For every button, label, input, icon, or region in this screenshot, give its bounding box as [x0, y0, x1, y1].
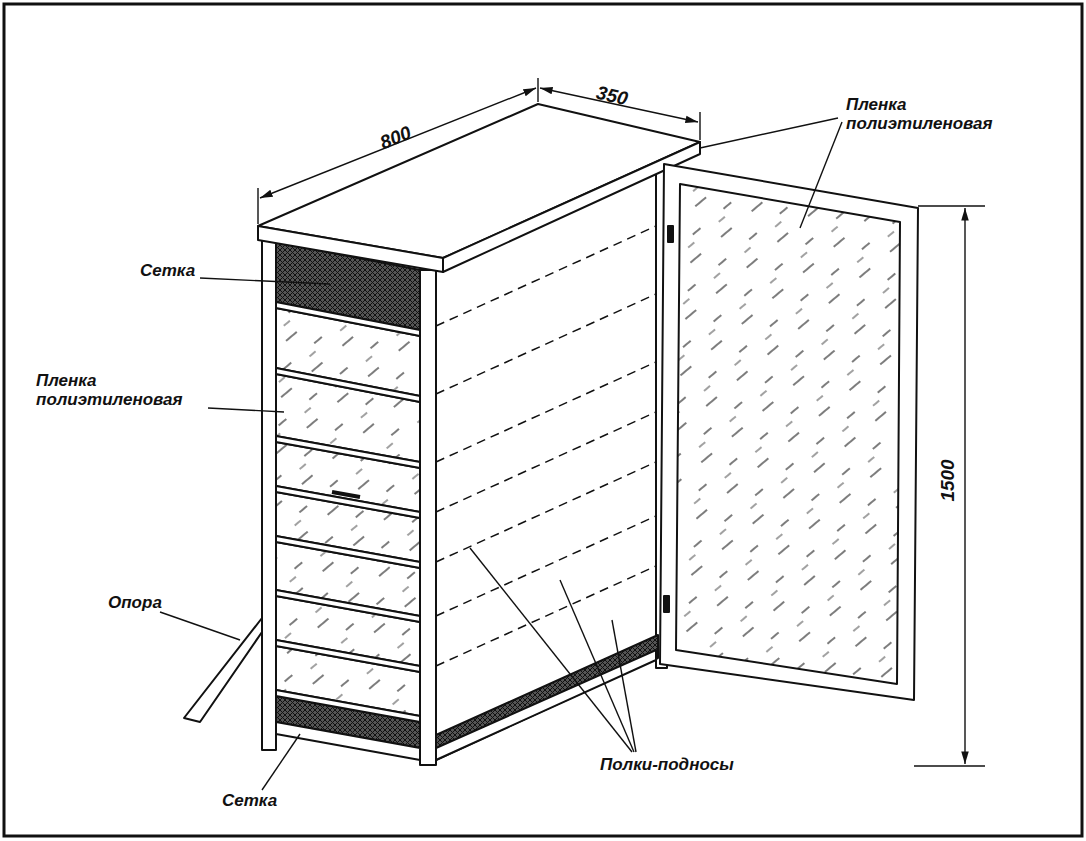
dimension-value: 350 [594, 82, 630, 109]
part-label: Опора [108, 594, 162, 613]
part-label: Полки-подносы [600, 756, 734, 775]
part-label: Сетка [140, 262, 195, 281]
part-label: Сетка [222, 792, 277, 811]
part-label: Пленка полиэтиленовая [846, 96, 993, 133]
dimension-value: 800 [377, 122, 414, 153]
part-label: Пленка полиэтиленовая [36, 372, 183, 409]
dimension-value: 1500 [938, 459, 959, 501]
